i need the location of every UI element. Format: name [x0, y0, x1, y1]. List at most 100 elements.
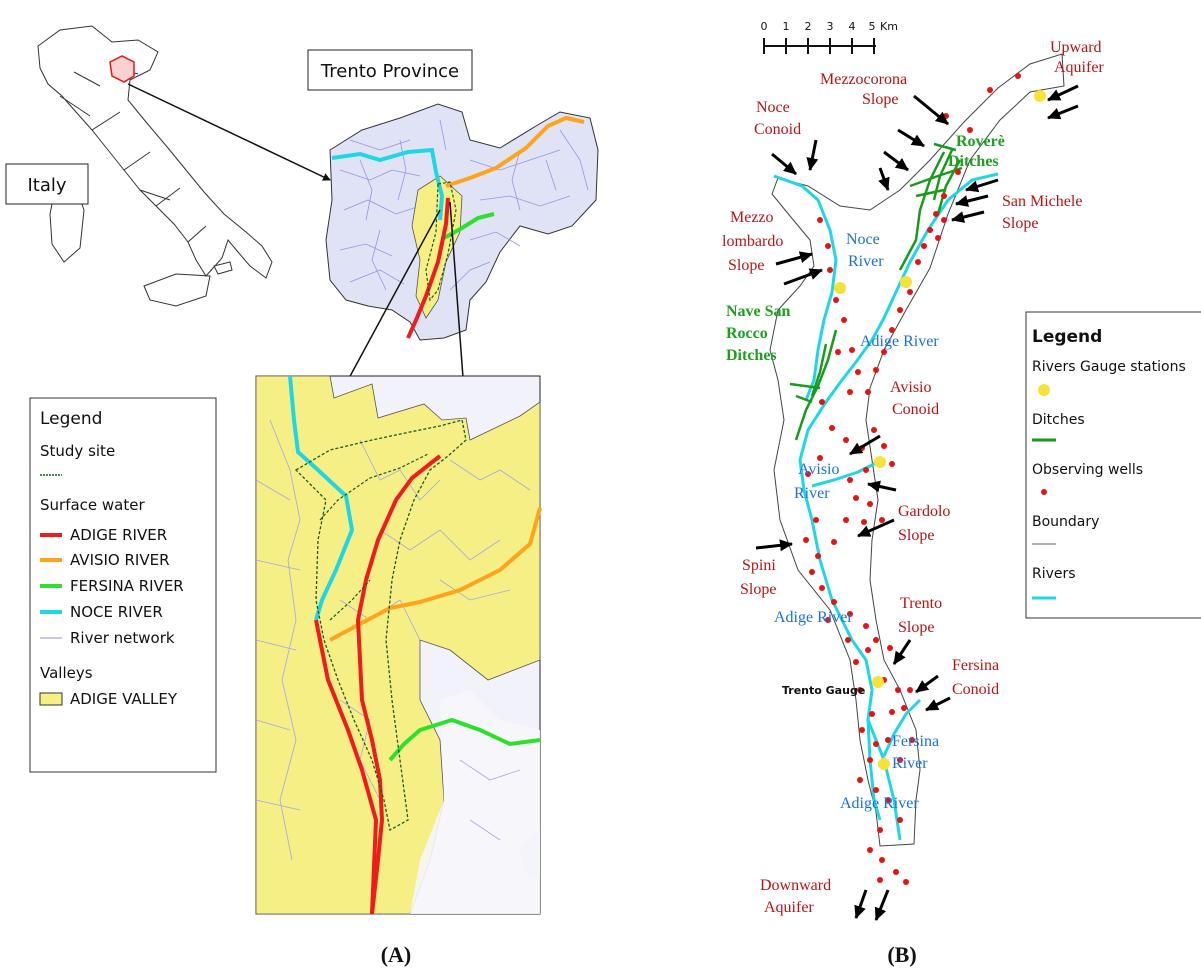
label-avisio-conoid: Avisio Conoid [890, 379, 939, 418]
label-upward-aquifer: Upward Aquifer [1050, 39, 1106, 76]
legend-a-valleys: Valleys [40, 664, 93, 682]
adige-river-detail [355, 454, 442, 915]
caption-a: (A) [381, 942, 412, 967]
observing-well [847, 389, 853, 395]
observing-well [805, 471, 811, 477]
observing-well [987, 87, 993, 93]
observing-well [857, 687, 863, 693]
legend-a-fersina: FERSINA RIVER [70, 577, 184, 595]
observing-well [889, 709, 895, 715]
observing-well [863, 623, 869, 629]
legend-b-gauge-symbol [1038, 384, 1050, 396]
observing-well [901, 705, 907, 711]
observing-well [881, 349, 887, 355]
observing-well [907, 687, 913, 693]
legend-a-noce: NOCE RIVER [70, 603, 163, 621]
legend-b-well-symbol [1041, 489, 1047, 495]
observing-well [871, 427, 877, 433]
scale-bar: 0 1 2 3 4 5 Km [761, 20, 898, 54]
observing-well [877, 827, 883, 833]
panel-a: Italy Trento Province [5, 25, 599, 967]
observing-well [843, 437, 849, 443]
observing-well [831, 599, 837, 605]
legend-a-title: Legend [40, 409, 102, 429]
observing-well [849, 347, 855, 353]
scale-tick-5: 5 [869, 20, 876, 33]
observing-well [885, 737, 891, 743]
avisio-river-detail [329, 507, 542, 642]
label-noce-conoid: Noce Conoid [754, 99, 801, 138]
observing-well [835, 349, 841, 355]
observing-well [817, 455, 823, 461]
observing-well [817, 217, 823, 223]
observing-well [941, 217, 947, 223]
observing-well [921, 243, 927, 249]
observing-well [855, 369, 861, 375]
ditches-b [789, 142, 963, 441]
gauge-fersina [878, 758, 890, 770]
observing-well [943, 113, 949, 119]
label-spini-slope: Spini Slope [740, 557, 780, 598]
legend-b-boundary: Boundary [1032, 514, 1099, 530]
gauge-stations [834, 90, 1046, 770]
observing-well [853, 659, 859, 665]
observing-well [893, 869, 899, 875]
observing-well [915, 259, 921, 265]
observing-well [927, 227, 933, 233]
observing-well [897, 757, 903, 763]
label-avisio-river: Avisio River [794, 461, 843, 502]
caption-b: (B) [887, 942, 916, 967]
observing-well [887, 645, 893, 651]
observing-well [827, 267, 833, 273]
observing-well [865, 389, 871, 395]
noce-river-b [773, 174, 838, 401]
noce-river-detail [288, 375, 355, 621]
legend-a-adige: ADIGE RIVER [70, 526, 167, 544]
observing-well [873, 637, 879, 643]
observing-well [845, 637, 851, 643]
trento-province-map [325, 103, 599, 341]
observing-well [873, 367, 879, 373]
scale-tick-1: 1 [783, 20, 790, 33]
gauge-avisio [874, 456, 886, 468]
observing-well [861, 519, 867, 525]
legend-a-surface-water: Surface water [40, 496, 145, 514]
label-noce-river: Noce River [846, 231, 884, 270]
observing-well [903, 879, 909, 885]
scale-unit: Km [880, 20, 898, 33]
observing-well [879, 517, 885, 523]
observing-well [867, 757, 873, 763]
legend-panel-b: Legend Rivers Gauge stations Ditches Obs… [1025, 311, 1201, 619]
observing-well [907, 289, 913, 295]
label-adige-river-1: Adige River [860, 333, 939, 350]
observing-well [933, 211, 939, 217]
observing-well [889, 327, 895, 333]
scale-tick-0: 0 [761, 20, 768, 33]
gauge-trento [872, 676, 884, 688]
label-nave-san-rocco-ditches: Nave San Rocco Ditches [726, 303, 794, 364]
observing-well [877, 877, 883, 883]
observing-well [843, 517, 849, 523]
legend-b-ditches: Ditches [1032, 412, 1085, 428]
legend-a-study-site: Study site [40, 442, 115, 460]
avisio-river-b [811, 460, 879, 488]
observing-well [841, 317, 847, 323]
observing-well [885, 797, 891, 803]
observing-well [879, 857, 885, 863]
legend-b-wells: Observing wells [1032, 462, 1143, 478]
observing-well [809, 569, 815, 575]
observing-well [847, 611, 853, 617]
legend-a-avisio: AVISIO RIVER [70, 551, 170, 569]
fersina-river-detail [388, 717, 541, 762]
panel-b: 0 1 2 3 4 5 Km [722, 20, 1201, 967]
observing-well [867, 501, 873, 507]
observing-well [819, 399, 825, 405]
label-trento-slope: Trento Slope [898, 595, 946, 636]
label-trento-gauge: Trento Gauge [782, 684, 865, 697]
label-fersina-river: Fersina River [892, 733, 943, 772]
legend-b-title: Legend [1032, 327, 1102, 347]
scale-tick-4: 4 [849, 20, 856, 33]
observing-well [863, 467, 869, 473]
observing-well [895, 687, 901, 693]
observing-well [873, 787, 879, 793]
